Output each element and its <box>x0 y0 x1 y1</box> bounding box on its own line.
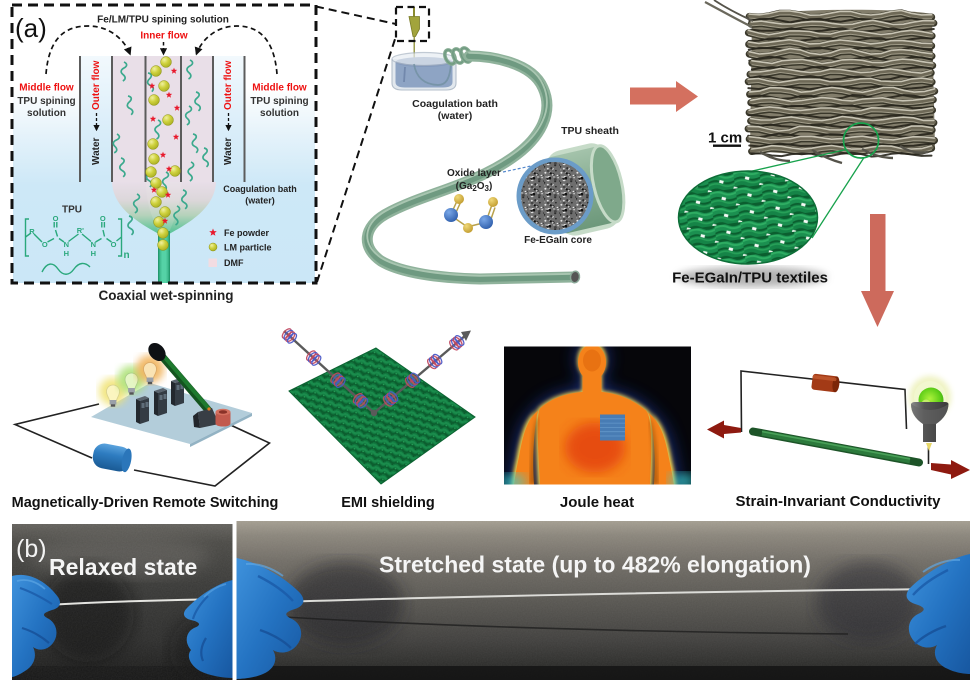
svg-text:DMF: DMF <box>224 258 244 268</box>
svg-text:solution: solution <box>27 108 66 119</box>
svg-text:TPU sheath: TPU sheath <box>561 125 619 137</box>
svg-text:Outer flow: Outer flow <box>91 60 102 110</box>
svg-text:(Ga2O3): (Ga2O3) <box>456 181 493 193</box>
svg-text:Joule heat: Joule heat <box>560 494 634 511</box>
svg-text:(water): (water) <box>438 110 472 122</box>
svg-text:Coagulation bath: Coagulation bath <box>412 98 498 110</box>
svg-text:N: N <box>91 240 96 249</box>
svg-text:Magnetically-Driven Remote Swi: Magnetically-Driven Remote Switching <box>12 495 279 511</box>
svg-text:Fe-EGaIn/TPU textiles: Fe-EGaIn/TPU textiles <box>672 270 828 287</box>
svg-text:O: O <box>111 240 117 249</box>
svg-text:1 cm: 1 cm <box>708 130 742 147</box>
svg-text:Fe/LM/TPU spining solution: Fe/LM/TPU spining solution <box>97 15 229 26</box>
svg-text:(b): (b) <box>16 535 47 563</box>
svg-text:Stretched state (up to 482% el: Stretched state (up to 482% elongation) <box>379 552 811 578</box>
svg-text:Oxide layer: Oxide layer <box>447 168 501 179</box>
svg-text:solution: solution <box>260 108 299 119</box>
svg-text:H: H <box>91 249 96 258</box>
svg-text:O: O <box>53 214 59 223</box>
svg-text:Outer flow: Outer flow <box>223 60 234 110</box>
svg-text:Coaxial wet-spinning: Coaxial wet-spinning <box>98 288 233 303</box>
svg-text:(a): (a) <box>15 13 47 43</box>
svg-text:Coagulation bath: Coagulation bath <box>223 184 297 194</box>
svg-text:Fe powder: Fe powder <box>224 228 270 238</box>
svg-text:LM particle: LM particle <box>224 243 272 253</box>
svg-text:R': R' <box>77 226 84 235</box>
svg-text:TPU spining: TPU spining <box>250 96 308 107</box>
svg-text:TPU: TPU <box>62 205 82 216</box>
svg-text:O: O <box>100 214 106 223</box>
svg-text:EMI shielding: EMI shielding <box>341 495 434 511</box>
svg-text:Middle flow: Middle flow <box>252 83 307 94</box>
svg-text:n: n <box>123 250 129 261</box>
svg-text:N: N <box>64 240 69 249</box>
svg-text:R: R <box>29 227 35 236</box>
svg-text:Water: Water <box>91 137 102 165</box>
svg-text:Fe-EGaIn core: Fe-EGaIn core <box>524 235 592 246</box>
svg-text:H: H <box>64 249 69 258</box>
svg-text:Water: Water <box>223 137 234 165</box>
svg-text:Relaxed state: Relaxed state <box>49 554 197 580</box>
svg-text:Inner flow: Inner flow <box>140 31 187 42</box>
svg-text:Strain-Invariant Conductivity: Strain-Invariant Conductivity <box>735 493 941 510</box>
svg-text:O: O <box>42 240 48 249</box>
svg-text:Middle flow: Middle flow <box>19 83 74 94</box>
svg-text:TPU spining: TPU spining <box>17 96 75 107</box>
svg-text:(water): (water) <box>245 196 275 206</box>
